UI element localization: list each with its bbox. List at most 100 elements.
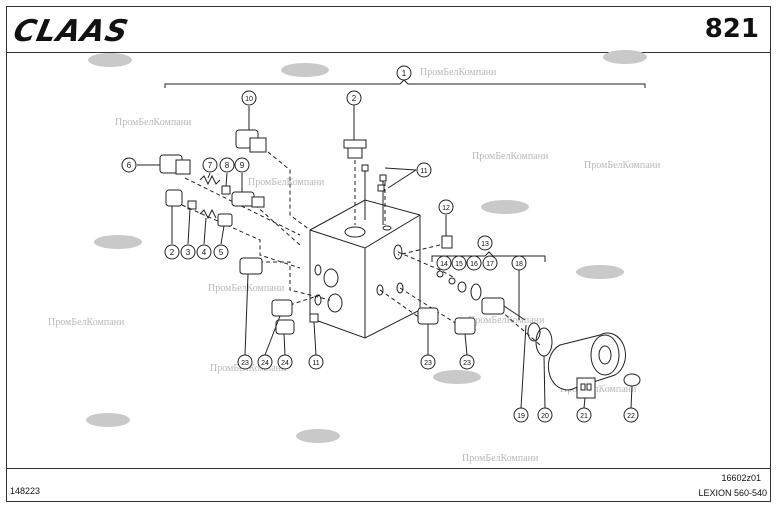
callout-label: 1 <box>402 69 407 78</box>
watermark-text: ПромБелКомпани <box>48 317 125 328</box>
watermark-logo-icon <box>281 63 329 77</box>
watermark-logos <box>86 50 647 443</box>
callout-circle <box>241 90 257 106</box>
callout-circle <box>576 407 592 423</box>
callout-24: 24 <box>257 354 273 370</box>
cartridge-part-9 <box>231 191 255 207</box>
callout-circle <box>257 354 273 370</box>
sleeve-part-12 <box>441 235 453 249</box>
callout-label: 14 <box>440 261 448 268</box>
ball-part-14 <box>436 270 444 278</box>
solenoid-coil-part-21 <box>547 332 626 399</box>
screws-part-11 <box>361 164 387 225</box>
watermark-logo-icon <box>433 370 481 384</box>
oring-part-17 <box>470 283 482 301</box>
callout-label: 16 <box>470 261 478 268</box>
callout-label: 3 <box>186 248 191 257</box>
callout-4: 4 <box>196 244 212 260</box>
callout-label: 12 <box>442 205 450 212</box>
callout-label: 22 <box>627 413 635 420</box>
callout-18: 18 <box>511 255 527 271</box>
watermark-text: ПромБелКомпани <box>208 283 285 294</box>
watermark-text: ПромБелКомпани <box>248 177 325 188</box>
callout-circle <box>213 244 229 260</box>
callout-label: 20 <box>541 413 549 420</box>
assembly-bracket <box>164 79 646 88</box>
ring-part-8 <box>221 185 231 195</box>
callout-8: 8 <box>219 157 235 173</box>
spring-part-4 <box>199 208 217 220</box>
callout-6: 6 <box>121 157 137 173</box>
callout-14: 14 <box>436 255 452 271</box>
callout-label: 24 <box>281 360 289 367</box>
model-label: LEXION 560-540 <box>698 488 767 498</box>
drawing-code-left: 148223 <box>10 486 41 496</box>
spring-part-7 <box>199 174 221 186</box>
callout-label: 6 <box>127 161 132 170</box>
callout-17: 17 <box>482 255 498 271</box>
callout-circle <box>164 244 180 260</box>
callout-circle <box>438 199 454 215</box>
callout-circle <box>477 235 493 251</box>
callout-11: 11 <box>416 162 432 178</box>
callout-label: 7 <box>208 161 213 170</box>
callout-label: 9 <box>240 161 245 170</box>
fitting-part-10 <box>235 129 267 153</box>
callout-23: 23 <box>459 354 475 370</box>
cartridge-part-5 <box>217 213 233 227</box>
callout-circle <box>459 354 475 370</box>
callout-9: 9 <box>234 157 250 173</box>
callout-circle <box>234 157 250 173</box>
callout-circle <box>196 244 212 260</box>
callout-13: 13 <box>477 235 493 251</box>
oring-part-20 <box>535 327 553 357</box>
watermark-text: ПромБелКомпани <box>462 453 539 464</box>
watermark-logo-icon <box>576 265 624 279</box>
callout-circle <box>346 90 362 106</box>
sheet-frame <box>6 6 771 502</box>
callout-label: 8 <box>225 161 230 170</box>
fitting-part-23 <box>454 317 476 335</box>
callout-circle <box>396 65 412 81</box>
callout-label: 23 <box>463 360 471 367</box>
watermark-text: ПромБелКомпани <box>468 315 545 326</box>
callout-label: 19 <box>517 413 525 420</box>
plug-part-24 <box>271 299 293 317</box>
callout-2: 2 <box>346 90 362 106</box>
callout-circle <box>308 354 324 370</box>
callout-10: 10 <box>241 90 257 106</box>
watermark-text: ПромБелКомпани <box>115 117 192 128</box>
fitting-part-23 <box>417 307 439 325</box>
callout-2: 2 <box>164 244 180 260</box>
callout-label: 17 <box>486 261 494 268</box>
watermark-text: ПромБелКомпани <box>420 67 497 78</box>
callout-5: 5 <box>213 244 229 260</box>
callout-24: 24 <box>277 354 293 370</box>
callout-circle <box>482 255 498 271</box>
fitting-part-6 <box>159 154 191 175</box>
callout-circle <box>202 157 218 173</box>
leader-lines <box>137 105 633 409</box>
fitting-part-23 <box>239 257 263 275</box>
oring-part-19 <box>527 322 541 342</box>
callout-circle <box>121 157 137 173</box>
ring-part-3 <box>187 200 197 210</box>
callout-circle <box>219 157 235 173</box>
callout-23: 23 <box>420 354 436 370</box>
callout-20: 20 <box>537 407 553 423</box>
page-number: 821 <box>704 14 759 44</box>
callout-19: 19 <box>513 407 529 423</box>
watermark-text: ПромБелКомпани <box>472 151 549 162</box>
callout-circle <box>277 354 293 370</box>
callout-15: 15 <box>451 255 467 271</box>
callout-circle <box>451 255 467 271</box>
callout-label: 2 <box>170 248 175 257</box>
header-divider <box>6 52 771 53</box>
watermark-text: ПромБелКомпани <box>560 384 637 395</box>
callout-circle <box>623 407 639 423</box>
plug-part-2-lower <box>165 189 183 207</box>
watermark-text: ПромБелКомпани <box>584 160 661 171</box>
callout-circle <box>237 354 253 370</box>
callout-label: 10 <box>245 96 253 103</box>
